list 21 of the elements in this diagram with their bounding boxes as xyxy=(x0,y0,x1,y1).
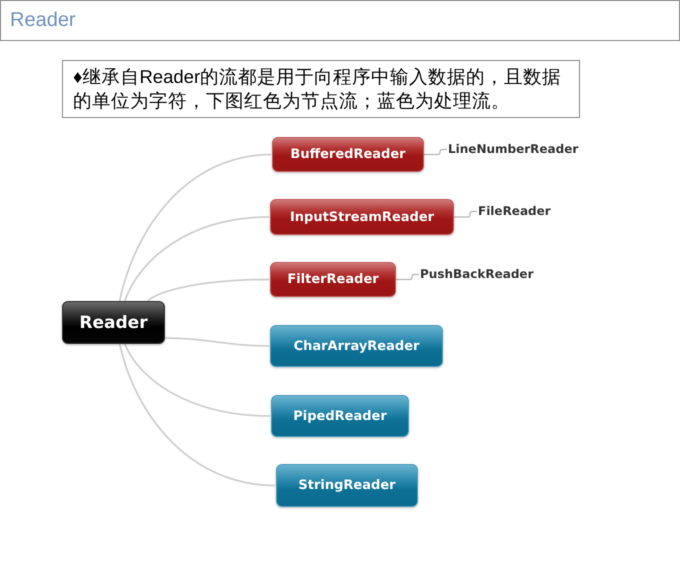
note-box: ♦继承自Reader的流都是用于向程序中输入数据的，且数据的单位为字符，下图红色为节点流；蓝色为处理流。 xyxy=(62,60,580,118)
class-box: StringReader xyxy=(276,464,418,507)
root-box: Reader xyxy=(62,301,165,344)
connector xyxy=(424,148,447,156)
connector xyxy=(164,337,270,347)
connector xyxy=(396,274,419,280)
connector xyxy=(124,216,270,302)
class-box: InputStreamReader xyxy=(270,199,454,235)
node-label: PushBackReader xyxy=(420,267,534,282)
class-box: FilterReader xyxy=(270,262,396,297)
connector xyxy=(146,278,270,302)
class-box: PipedReader xyxy=(271,395,409,437)
connector xyxy=(118,154,272,302)
title-bar: Reader xyxy=(0,0,680,41)
connector xyxy=(454,210,477,218)
node-label: LineNumberReader xyxy=(448,142,578,157)
class-box: CharArrayReader xyxy=(270,325,443,367)
class-box: BufferedReader xyxy=(272,137,424,172)
connector xyxy=(118,344,276,486)
connector xyxy=(124,344,270,417)
node-label: FileReader xyxy=(478,204,551,219)
